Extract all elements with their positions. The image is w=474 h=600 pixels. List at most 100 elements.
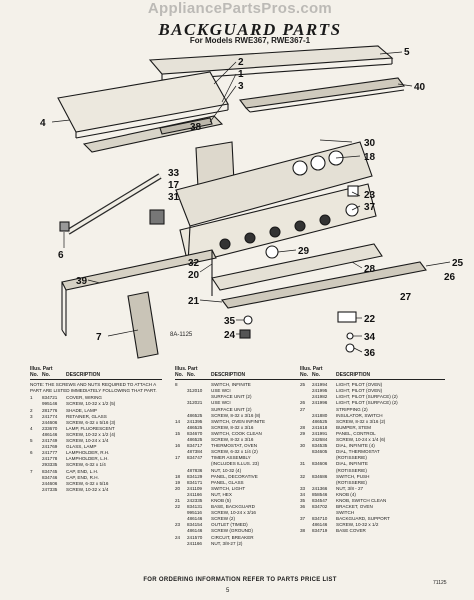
callout-23: 23: [364, 190, 376, 201]
illus-no: 36: [300, 504, 306, 510]
part-knob-35: [243, 315, 253, 325]
illus-no: 35: [300, 497, 306, 503]
part-description: SCREW, 6-32 x 5/16 (3): [66, 419, 116, 425]
callout-20: 20: [188, 270, 200, 281]
part-description: KNOB, SWITCH CLEAN: [336, 497, 387, 503]
part-description: NUT, HEX: [211, 491, 232, 497]
part-description: NUT, 3/8 - 27: [336, 485, 364, 491]
part-no: 995116: [187, 510, 202, 516]
part-description: SCREW, 10-24 x 3/16: [211, 510, 256, 516]
part-description: SCREW, 10-32 x 1/2 (4): [66, 431, 116, 437]
table-header: Illus. Part No.No.DESCRIPTION: [175, 366, 300, 381]
page-title: BACKGUARD PARTS: [158, 20, 342, 39]
callout-1: 1: [238, 69, 244, 80]
callout-38: 38: [190, 122, 202, 133]
part-description: (ROTISSERIE): [336, 479, 367, 485]
part-no: 241778: [42, 456, 58, 462]
part-description: SWITCH, PUSH: [336, 473, 370, 479]
callout-30: 30: [364, 138, 376, 149]
part-no: 241749: [42, 438, 58, 444]
callout-4: 4: [40, 118, 46, 129]
illus-no: 34: [300, 491, 306, 497]
part-description: SCREW, 8-32 x 3/16 (2): [336, 418, 386, 424]
illus-no: 5: [30, 438, 33, 444]
illus-no: 33: [300, 485, 306, 491]
table-row: (ROTISSERIE): [300, 468, 445, 474]
part-timer: [149, 209, 165, 225]
part-no: 487384: [187, 449, 203, 455]
part-no: 241777: [42, 450, 58, 456]
part-description: SCREW (GROUND): [211, 528, 253, 534]
callout-3: 3: [238, 81, 244, 92]
part-bracket: [337, 311, 357, 323]
illus-no: 28: [300, 424, 306, 430]
part-no: 241774: [42, 413, 58, 419]
part-description: LAMPHOLDER, L.H.: [66, 456, 109, 462]
diagram-code: 8A-1125: [170, 332, 193, 338]
part-description: INSULATOR, SWITCH: [336, 412, 383, 418]
illus-no: 1: [30, 395, 33, 401]
illus-no: 32: [300, 473, 306, 479]
part-description: SCREW, 8-32 x 3/16: [211, 437, 254, 443]
part-description: SURFACE UNIT (2): [211, 406, 252, 412]
part-no: 281776: [42, 407, 58, 413]
part-no: 486525: [187, 437, 203, 443]
callout-28: 28: [364, 264, 376, 275]
part-no: 241769: [42, 444, 58, 450]
part-description: SWITCH, INFINITE: [211, 382, 251, 388]
part-description: LAMPHOLDER, R.H.: [66, 450, 110, 456]
part-description: (INCLUDES ILLUS. 23): [211, 461, 259, 467]
part-description: SCREW, 10-32 x 1/2 (5): [66, 401, 116, 407]
part-no: 241109: [187, 485, 202, 491]
table-row: SURFACE UNIT (2): [175, 407, 300, 413]
part-description: TIMER ASSEMBLY: [211, 455, 251, 461]
part-no: 834605: [312, 449, 328, 455]
part-support-bar: [221, 261, 427, 309]
part-description: LIGHT, PILOT (OVEN): [336, 382, 383, 388]
part-description: KNOB (4): [336, 491, 356, 497]
part-knob-29: [265, 245, 279, 259]
illus-no: 14: [175, 418, 181, 424]
part-no: 293335: [42, 462, 58, 468]
illus-no: 30: [300, 443, 306, 449]
part-end-cap: [127, 291, 159, 359]
part-no: 487836: [187, 467, 203, 473]
page-subtitle: For Models RWE367, RWE367-1: [189, 36, 311, 45]
part-no: 834606: [312, 461, 328, 467]
part-no: 834717: [187, 443, 203, 449]
part-no: 242335: [187, 497, 203, 503]
illus-no: 16: [175, 443, 181, 449]
part-description: RETAINER, GLASS: [66, 413, 107, 419]
part-no: 244606: [42, 480, 58, 486]
part-description: STRIPPING (2): [336, 406, 368, 412]
part-description: PANEL, GLASS: [211, 479, 244, 485]
table-row: (ROTISSERIE): [300, 480, 445, 486]
part-description: THERMOSTAT, OVEN: [211, 443, 258, 449]
table-row: 16 834717 THERMOSTAT, OVEN: [175, 443, 300, 449]
part-breaker: [239, 329, 251, 339]
callout-37: 37: [364, 202, 376, 213]
illus-no: 8: [175, 382, 178, 388]
